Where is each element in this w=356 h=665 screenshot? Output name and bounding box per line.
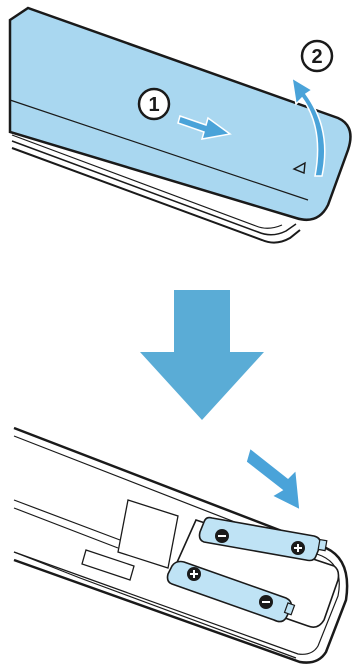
- battery-bottom: [166, 560, 296, 623]
- remote-side-edge: [13, 499, 121, 549]
- remote-body-layer-2: [11, 134, 283, 229]
- battery-top: [198, 516, 328, 562]
- triangle-mark-icon: [292, 161, 306, 174]
- step-2-label: 2: [311, 46, 322, 68]
- remote-bottom-panel: [13, 426, 349, 664]
- step-1-label: 1: [148, 94, 159, 116]
- slide-arrow-icon: [177, 115, 232, 140]
- down-arrow-icon: [140, 290, 264, 420]
- battery-compartment: [168, 519, 340, 628]
- cover-tab: [81, 549, 135, 581]
- remote-body-bottom: [11, 147, 301, 244]
- cover-inner-edge: [9, 99, 309, 201]
- battery-cover: [8, 6, 352, 222]
- remote-inner-edge: [13, 435, 340, 655]
- lift-arrow-icon: [291, 76, 326, 177]
- remote-top-panel: 1 2: [8, 6, 352, 244]
- insert-arrow-icon: [245, 446, 301, 512]
- step-2-marker: 2: [300, 39, 334, 73]
- remote-lower-edge: [13, 551, 297, 659]
- label-recess: [117, 499, 179, 569]
- remote-body-layer: [11, 140, 297, 236]
- step-1-marker: 1: [137, 87, 171, 121]
